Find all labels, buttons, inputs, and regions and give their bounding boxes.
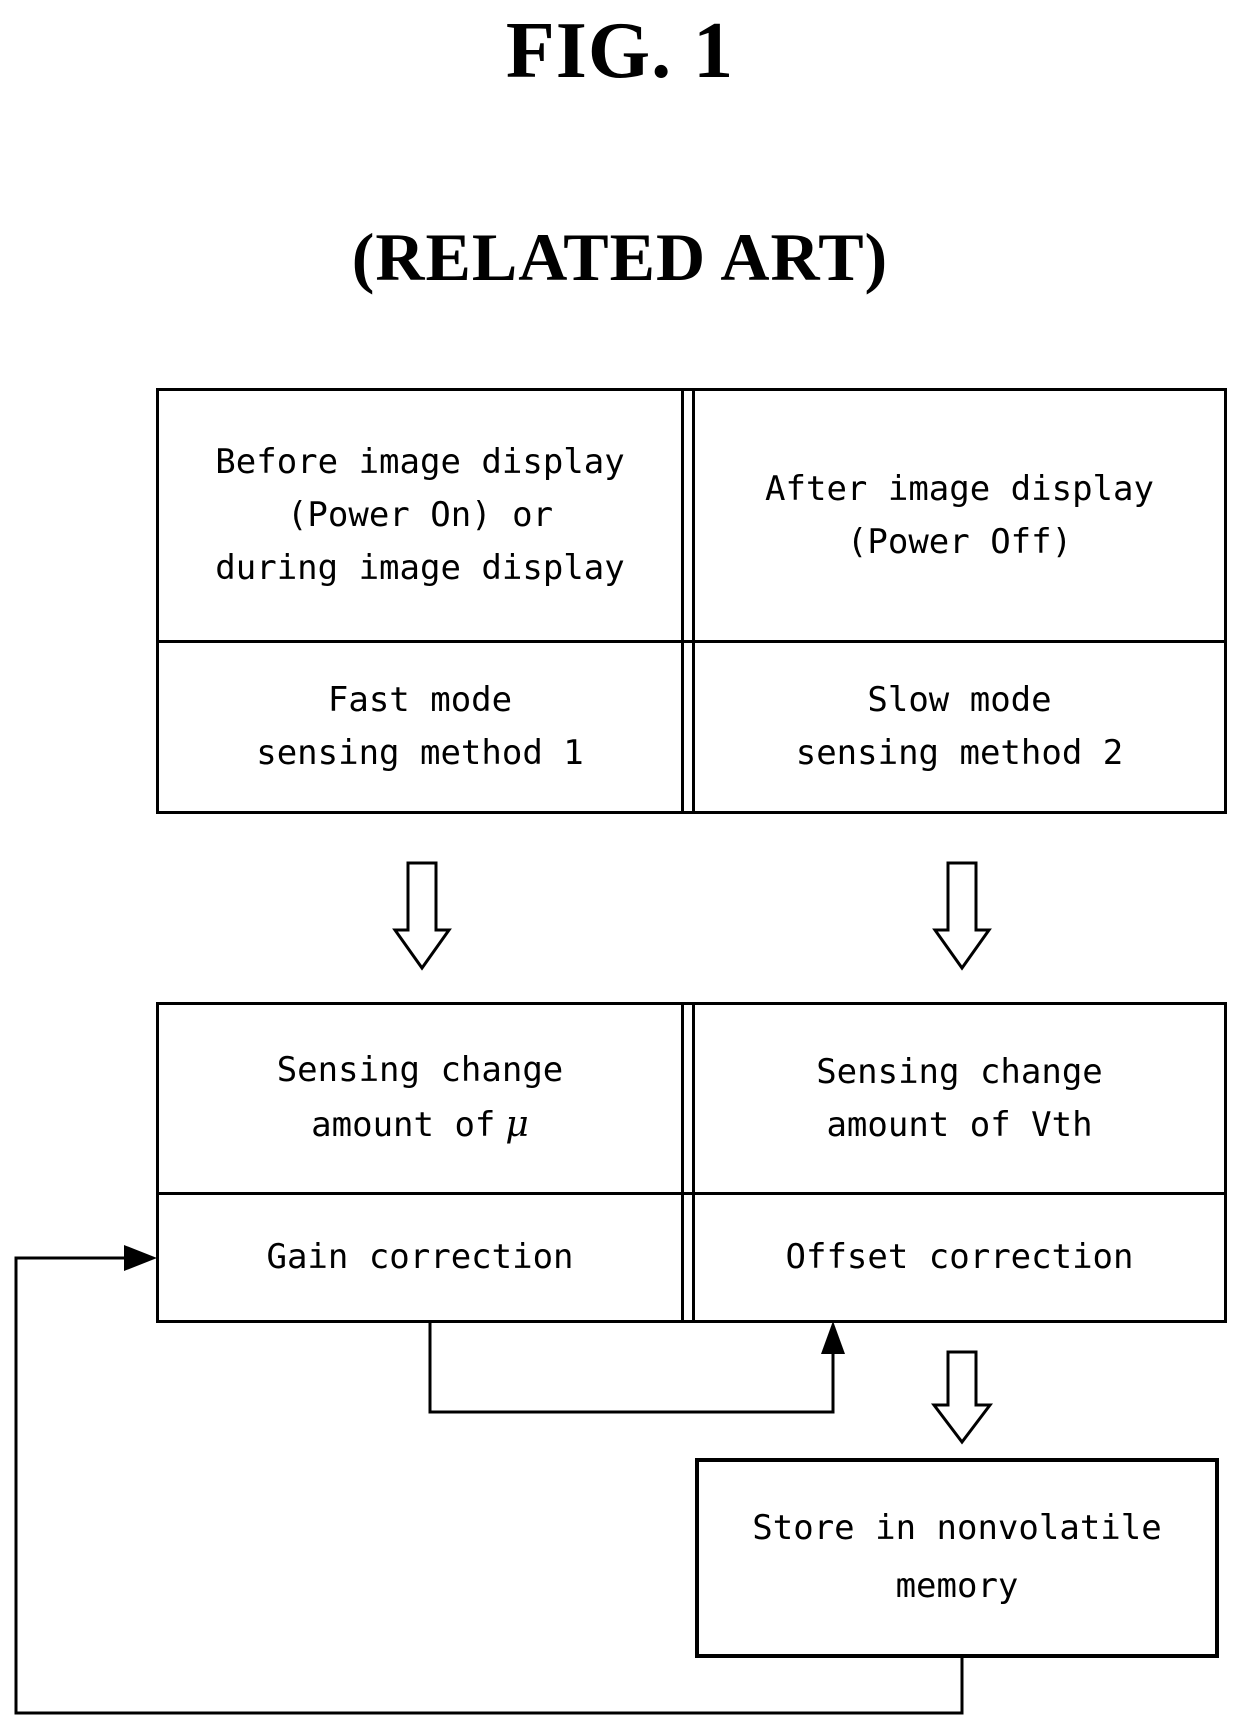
cell-text-line: After image display bbox=[765, 468, 1154, 509]
cell-timing-before: Before image display (Power On) or durin… bbox=[159, 391, 681, 640]
cell-text-line: sensing method 2 bbox=[795, 733, 1124, 773]
cell-slow-mode: Slow mode sensing method 2 bbox=[695, 643, 1224, 811]
cell-fast-mode: Fast mode sensing method 1 bbox=[159, 643, 681, 811]
down-arrow-store-icon bbox=[930, 1350, 994, 1445]
cell-text-line: amount of Vth bbox=[826, 1104, 1093, 1145]
column-double-divider bbox=[681, 1005, 695, 1320]
cell-gain-correction: Gain correction bbox=[159, 1195, 681, 1320]
cell-text-line: Fast mode bbox=[327, 680, 513, 721]
cell-text-line: Slow mode bbox=[867, 680, 1052, 721]
cell-text-line: (Power Off) bbox=[846, 521, 1073, 562]
down-arrow-slow-icon bbox=[932, 861, 992, 971]
feedback-arrowhead-icon bbox=[124, 1245, 157, 1271]
row-divider bbox=[159, 1192, 1224, 1195]
cell-timing-after: After image display (Power Off) bbox=[695, 391, 1224, 640]
figure-subtitle: (RELATED ART) bbox=[351, 219, 889, 295]
cell-text-line: Before image display bbox=[215, 442, 625, 483]
cell-text-line: Sensing change bbox=[276, 1050, 564, 1091]
cell-sensing-vth: Sensing change amount of Vth bbox=[695, 1005, 1224, 1192]
cell-text-line: Sensing change bbox=[816, 1051, 1103, 1092]
sensing-mode-table: Before image display (Power On) or durin… bbox=[156, 388, 1227, 814]
store-text-line: Store in nonvolatile bbox=[752, 1508, 1162, 1549]
cell-text-line: Offset correction bbox=[785, 1237, 1134, 1278]
mu-symbol: μ bbox=[505, 1103, 529, 1145]
cell-text-line: Gain correction bbox=[266, 1237, 574, 1278]
store-box: Store in nonvolatile memory bbox=[695, 1458, 1219, 1658]
store-text-line: memory bbox=[895, 1566, 1019, 1606]
cell-offset-correction: Offset correction bbox=[695, 1195, 1224, 1320]
cell-text-line: during image display bbox=[215, 547, 625, 588]
column-double-divider bbox=[681, 391, 695, 811]
cell-text-line: sensing method 1 bbox=[256, 733, 584, 773]
gain-to-offset-arrowhead-icon bbox=[821, 1321, 845, 1354]
cell-text-line: amount of bbox=[311, 1104, 496, 1145]
down-arrow-fast-icon bbox=[392, 861, 452, 971]
connector-gain-to-offset bbox=[428, 1322, 835, 1414]
cell-text-line: (Power On) or bbox=[286, 495, 554, 536]
row-divider bbox=[159, 640, 1224, 643]
figure-title: FIG. 1 bbox=[505, 7, 735, 95]
